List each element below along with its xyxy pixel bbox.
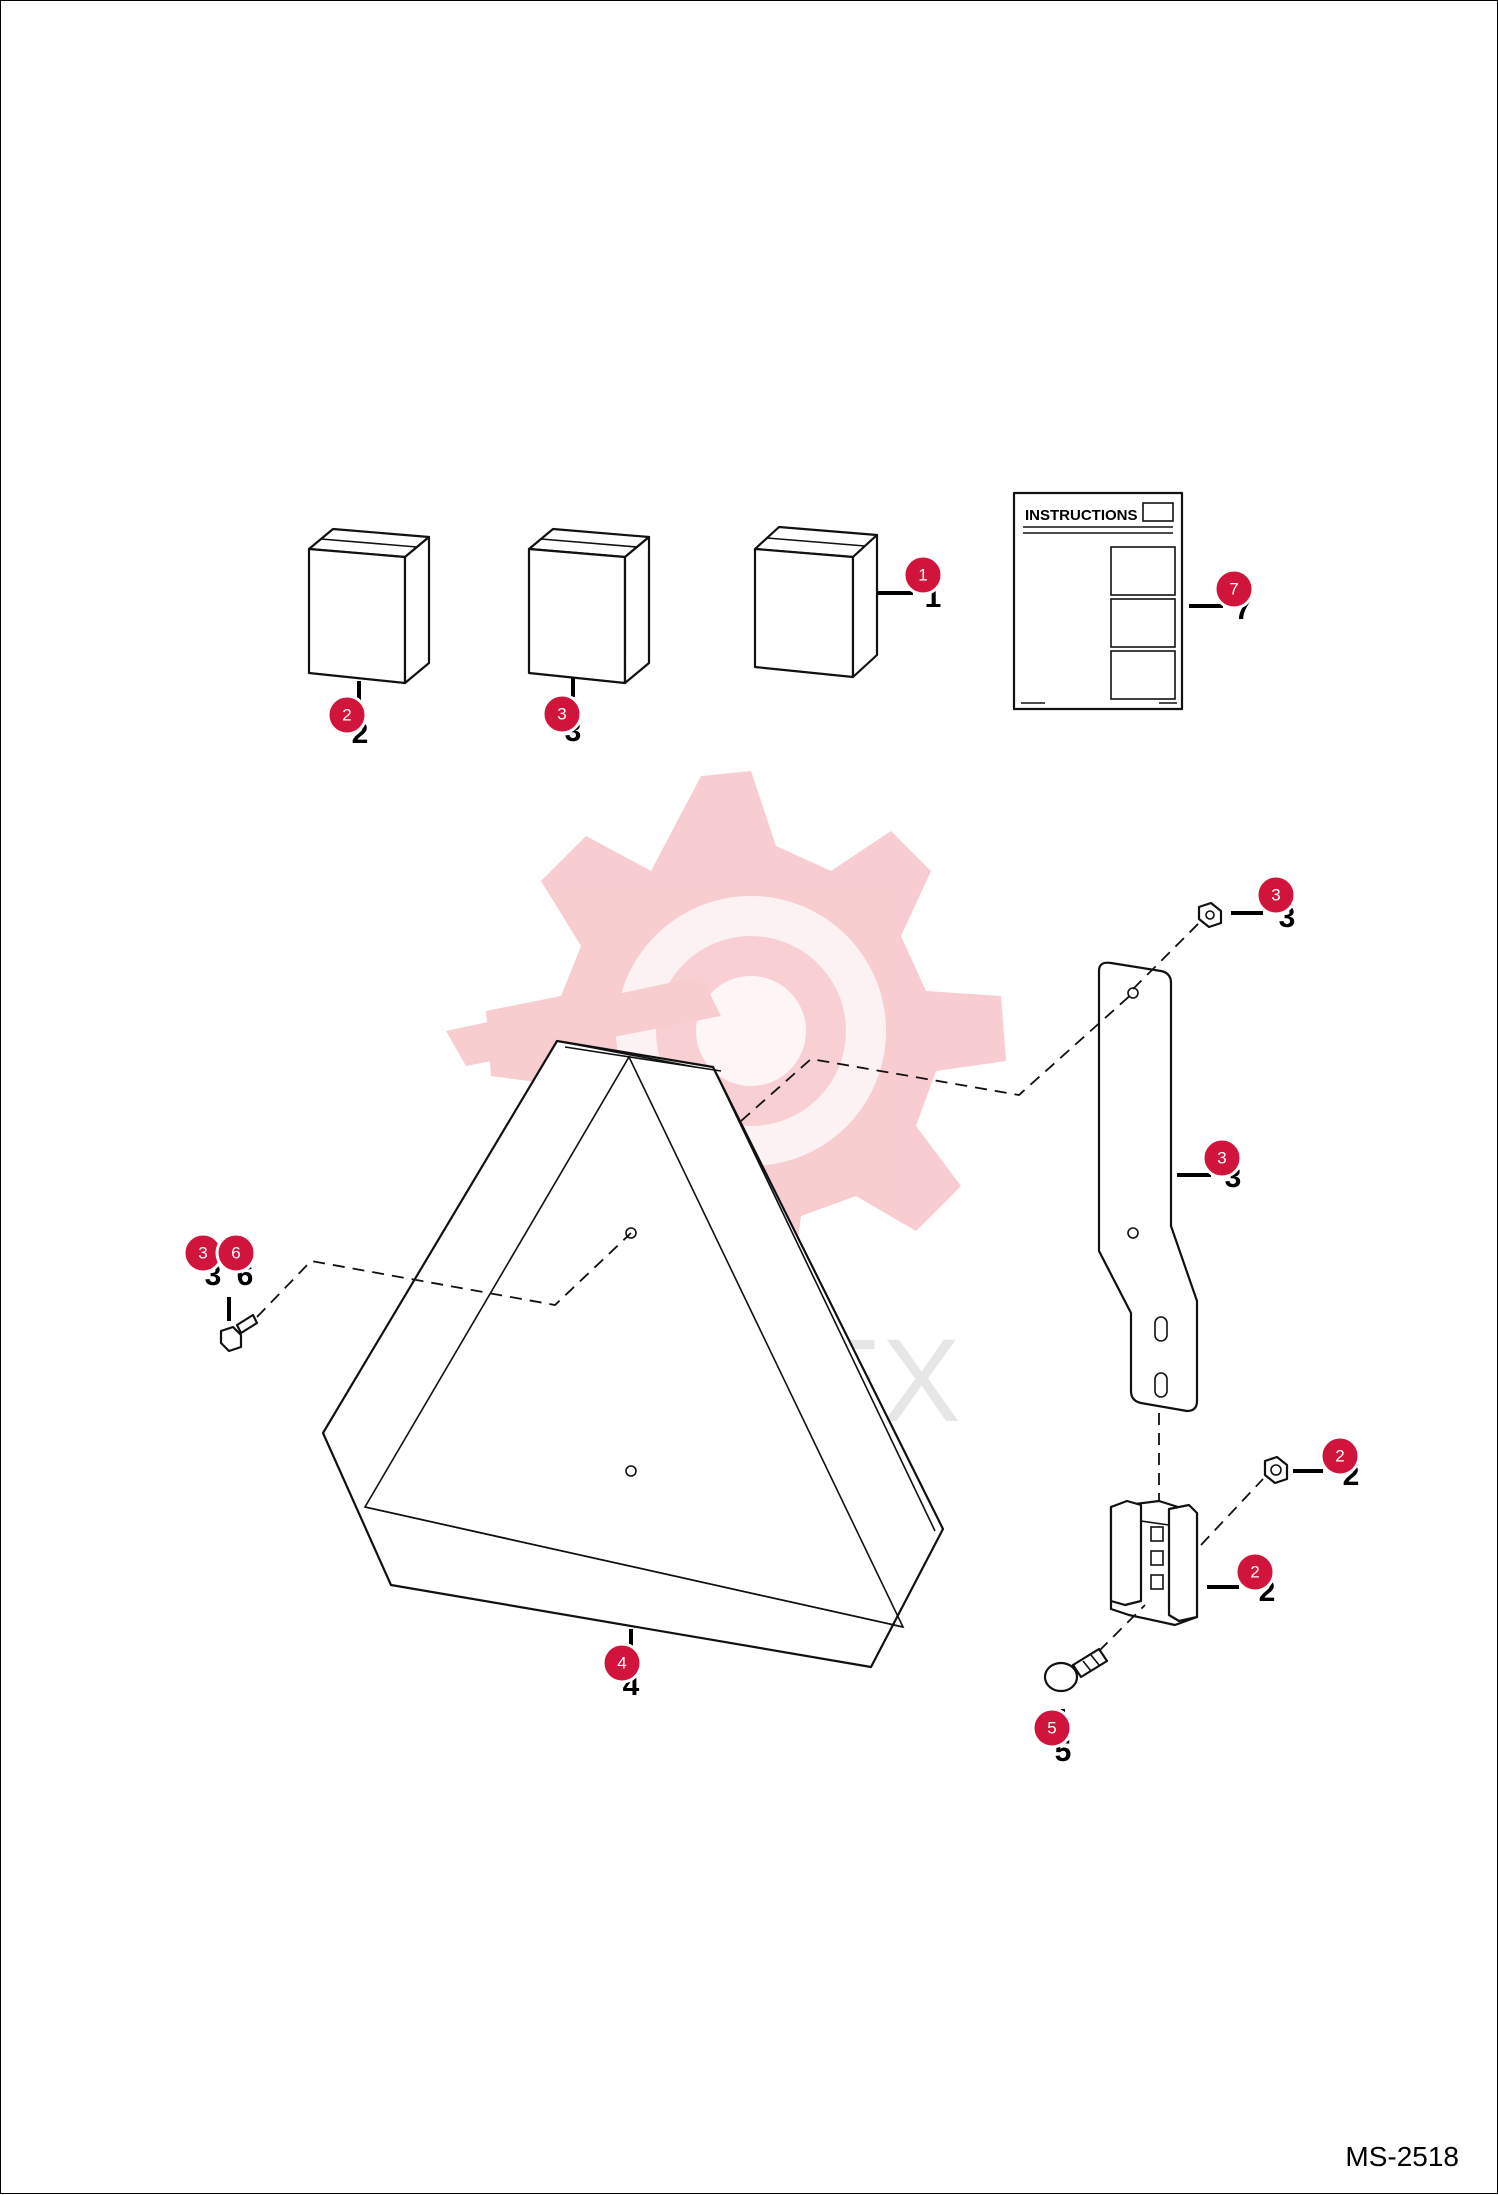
callout-1: 1 bbox=[902, 554, 944, 596]
svg-text:3: 3 bbox=[557, 705, 566, 724]
svg-text:6: 6 bbox=[231, 1244, 240, 1263]
svg-text:3: 3 bbox=[198, 1244, 207, 1263]
instruction-sheet-title: INSTRUCTIONS bbox=[1025, 507, 1138, 524]
svg-text:3: 3 bbox=[1271, 886, 1280, 905]
alignment-lines bbox=[256, 920, 1264, 1652]
instruction-sheet: INSTRUCTIONS bbox=[1012, 491, 1223, 711]
svg-text:7: 7 bbox=[1229, 580, 1238, 599]
callout-2: 2 bbox=[326, 694, 368, 736]
svg-text:4: 4 bbox=[617, 1654, 626, 1673]
svg-text:3: 3 bbox=[1217, 1149, 1226, 1168]
callout-5: 5 bbox=[1031, 1707, 1073, 1749]
callout-4: 4 bbox=[601, 1642, 643, 1684]
bag-1 bbox=[753, 525, 913, 679]
svg-text:5: 5 bbox=[1047, 1719, 1056, 1738]
carriage-bolt bbox=[1043, 1647, 1109, 1727]
callout-7: 7 bbox=[1213, 568, 1255, 610]
bag-3 bbox=[527, 527, 651, 697]
callout-3-bracket: 3 bbox=[1201, 1137, 1243, 1179]
hex-nut bbox=[1263, 1455, 1323, 1485]
callout-3: 3 bbox=[541, 693, 583, 735]
smv-emblem bbox=[321, 1039, 945, 1669]
mounting-bracket bbox=[1097, 961, 1211, 1413]
svg-text:2: 2 bbox=[342, 706, 351, 725]
callout-3-lock-nut: 3 bbox=[1255, 874, 1297, 916]
bag-2 bbox=[307, 527, 431, 701]
bolt bbox=[219, 1297, 259, 1353]
callout-2-socket: 2 bbox=[1234, 1551, 1276, 1593]
svg-text:2: 2 bbox=[1250, 1563, 1259, 1582]
lock-nut bbox=[1197, 901, 1263, 929]
callout-2-hex-nut: 2 bbox=[1319, 1435, 1361, 1477]
callout-6: 6 bbox=[215, 1232, 257, 1274]
svg-text:2: 2 bbox=[1335, 1447, 1344, 1466]
svg-text:1: 1 bbox=[918, 566, 927, 585]
drawing-code: MS-2518 bbox=[1345, 2141, 1459, 2172]
mounting-socket bbox=[1109, 1499, 1239, 1627]
